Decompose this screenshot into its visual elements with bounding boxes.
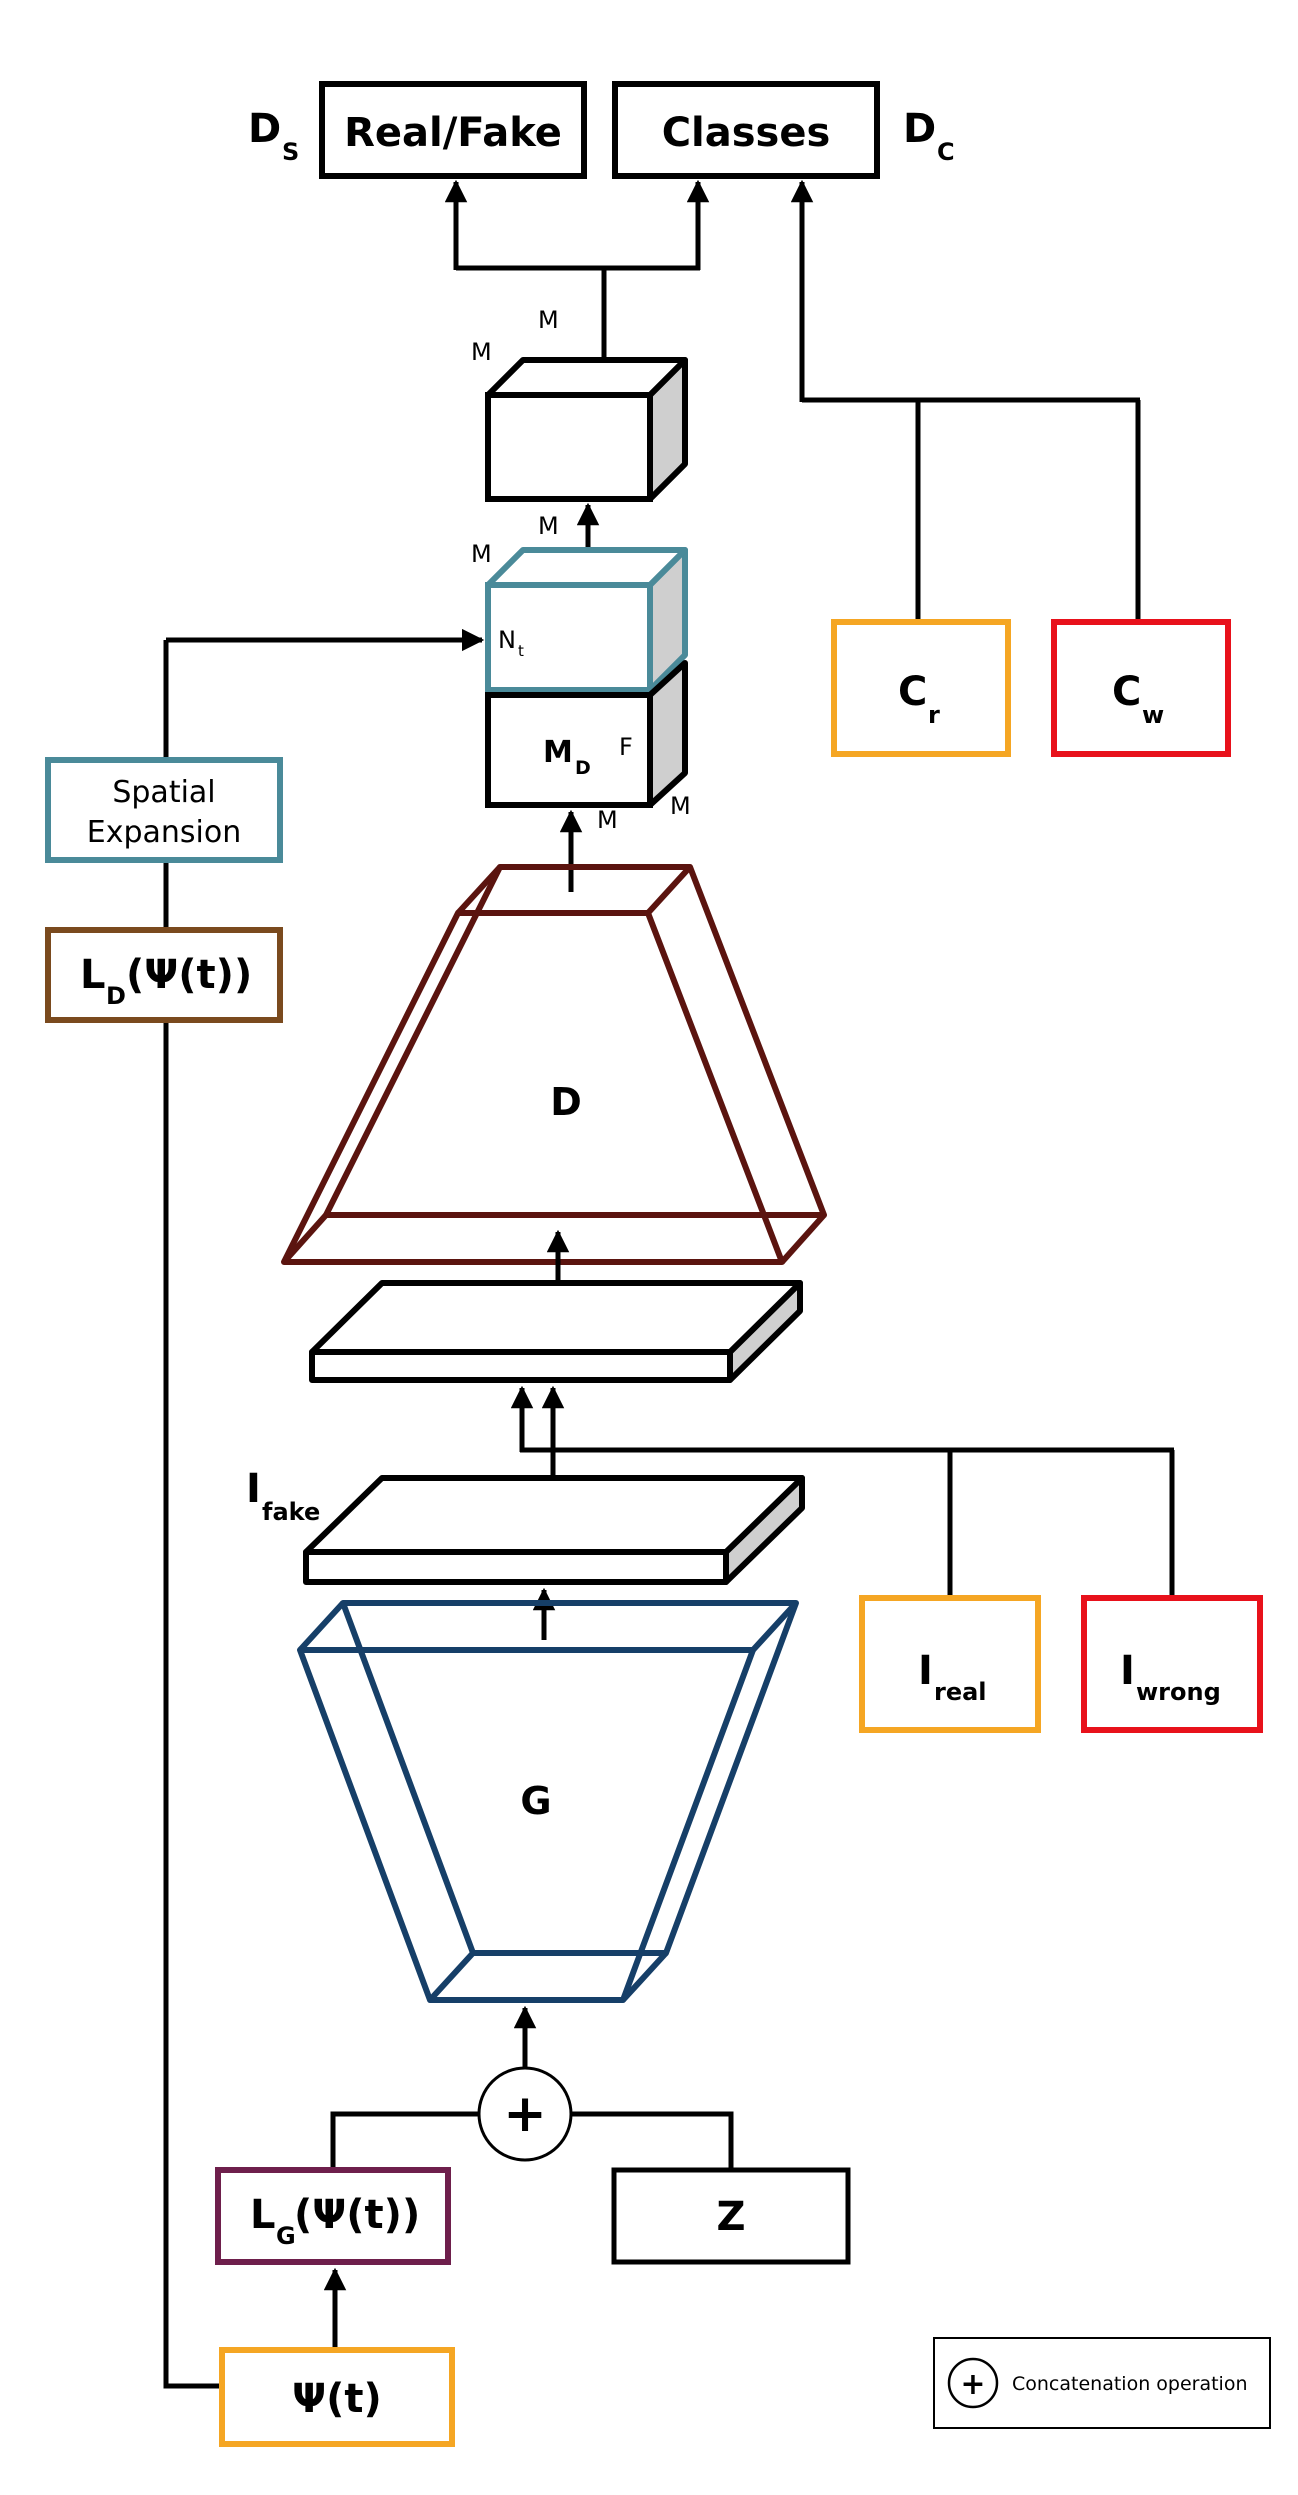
real-fake-box <box>319 81 587 179</box>
cr-label: C r <box>898 669 940 729</box>
ifake-label: I fake <box>246 1466 320 1526</box>
dc-main: D <box>903 106 936 152</box>
md-label: M D <box>543 735 591 779</box>
md-cube-m-right: M <box>670 792 691 820</box>
discriminator-input-slab <box>309 1280 803 1383</box>
left-vertical-line <box>163 640 222 2389</box>
teal-cube-m-top: M <box>538 512 559 540</box>
lg-sub: G <box>276 2222 296 2250</box>
ireal-main: I <box>918 1648 933 1694</box>
spatial-expansion-line1: Spatial <box>112 775 215 810</box>
ld-sub: D <box>106 982 126 1010</box>
ds-label: D S <box>248 106 299 166</box>
ld-rest: (Ψ(t)) <box>126 952 252 998</box>
classes-box <box>612 81 880 179</box>
ifake-sub: fake <box>262 1498 320 1526</box>
spatial-expansion-line2: Expansion <box>87 815 241 850</box>
cw-label: C w <box>1112 669 1164 729</box>
lg-rest: (Ψ(t)) <box>294 2192 420 2238</box>
md-main: M <box>543 735 573 770</box>
generator-network <box>297 1600 799 2003</box>
legend-text: Concatenation operation <box>1012 2373 1248 2395</box>
ld-box <box>45 927 283 1023</box>
ld-label: L D (Ψ(t)) <box>80 952 252 1010</box>
ireal-label: I real <box>918 1648 987 1706</box>
teal-cube-nt-label: N t <box>498 626 524 660</box>
iwrong-main: I <box>1120 1648 1135 1694</box>
real-wrong-merge-line <box>520 1447 1175 1596</box>
discriminator-network <box>281 864 827 1265</box>
legend-box <box>933 2337 1271 2429</box>
teal-cube-n: N <box>498 626 516 654</box>
ds-main: D <box>248 106 281 152</box>
iwrong-sub: wrong <box>1136 1678 1221 1706</box>
class-condition-line <box>802 397 1141 620</box>
legend-concat-icon <box>947 2357 999 2409</box>
concat-symbol: + <box>503 2084 547 2144</box>
cr-box <box>831 619 1011 757</box>
md-cube-f: F <box>619 733 633 761</box>
md-sub: D <box>575 757 591 779</box>
cw-main: C <box>1112 669 1141 715</box>
ds-sub: S <box>282 138 299 166</box>
psi-label: Ψ(t) <box>292 2376 382 2422</box>
spatial-expansion-box <box>45 757 283 863</box>
ld-main: L <box>80 952 106 998</box>
iwrong-box <box>1081 1595 1263 1733</box>
teal-cube-n-sub: t <box>518 642 524 660</box>
teal-cube-m-left: M <box>471 540 492 568</box>
real-fake-label: Real/Fake <box>344 110 562 156</box>
top-cube-m-left: M <box>471 338 492 366</box>
lg-box <box>215 2167 451 2265</box>
ireal-sub: real <box>934 1678 987 1706</box>
z-box <box>611 2167 851 2265</box>
cr-sub: r <box>928 701 940 729</box>
top-feature-cube <box>485 357 688 502</box>
cw-box <box>1051 619 1231 757</box>
z-label: Z <box>716 2194 745 2240</box>
concat-inputs-line <box>330 2111 734 2170</box>
cr-main: C <box>898 669 927 715</box>
lg-label: L G (Ψ(t)) <box>250 2192 420 2250</box>
ireal-box <box>859 1595 1041 1733</box>
md-cube-m-bottom: M <box>597 806 618 834</box>
text-embedding-cube <box>485 547 688 693</box>
dc-label: D C <box>903 106 955 166</box>
discriminator-label: D <box>550 1080 582 1124</box>
legend-concat-symbol: + <box>960 2367 985 2402</box>
top-cube-to-outputs-line <box>456 265 700 358</box>
top-cube-m-top: M <box>538 306 559 334</box>
dc-sub: C <box>937 138 955 166</box>
classes-label: Classes <box>662 110 831 156</box>
fake-image-slab <box>303 1475 805 1585</box>
iwrong-label: I wrong <box>1120 1648 1221 1706</box>
psi-box <box>219 2347 455 2447</box>
ifake-main: I <box>246 1466 261 1512</box>
cw-sub: w <box>1142 701 1164 729</box>
concat-operator <box>477 2066 573 2162</box>
generator-label: G <box>520 1779 551 1823</box>
md-feature-cube <box>485 660 688 808</box>
lg-main: L <box>250 2192 276 2238</box>
